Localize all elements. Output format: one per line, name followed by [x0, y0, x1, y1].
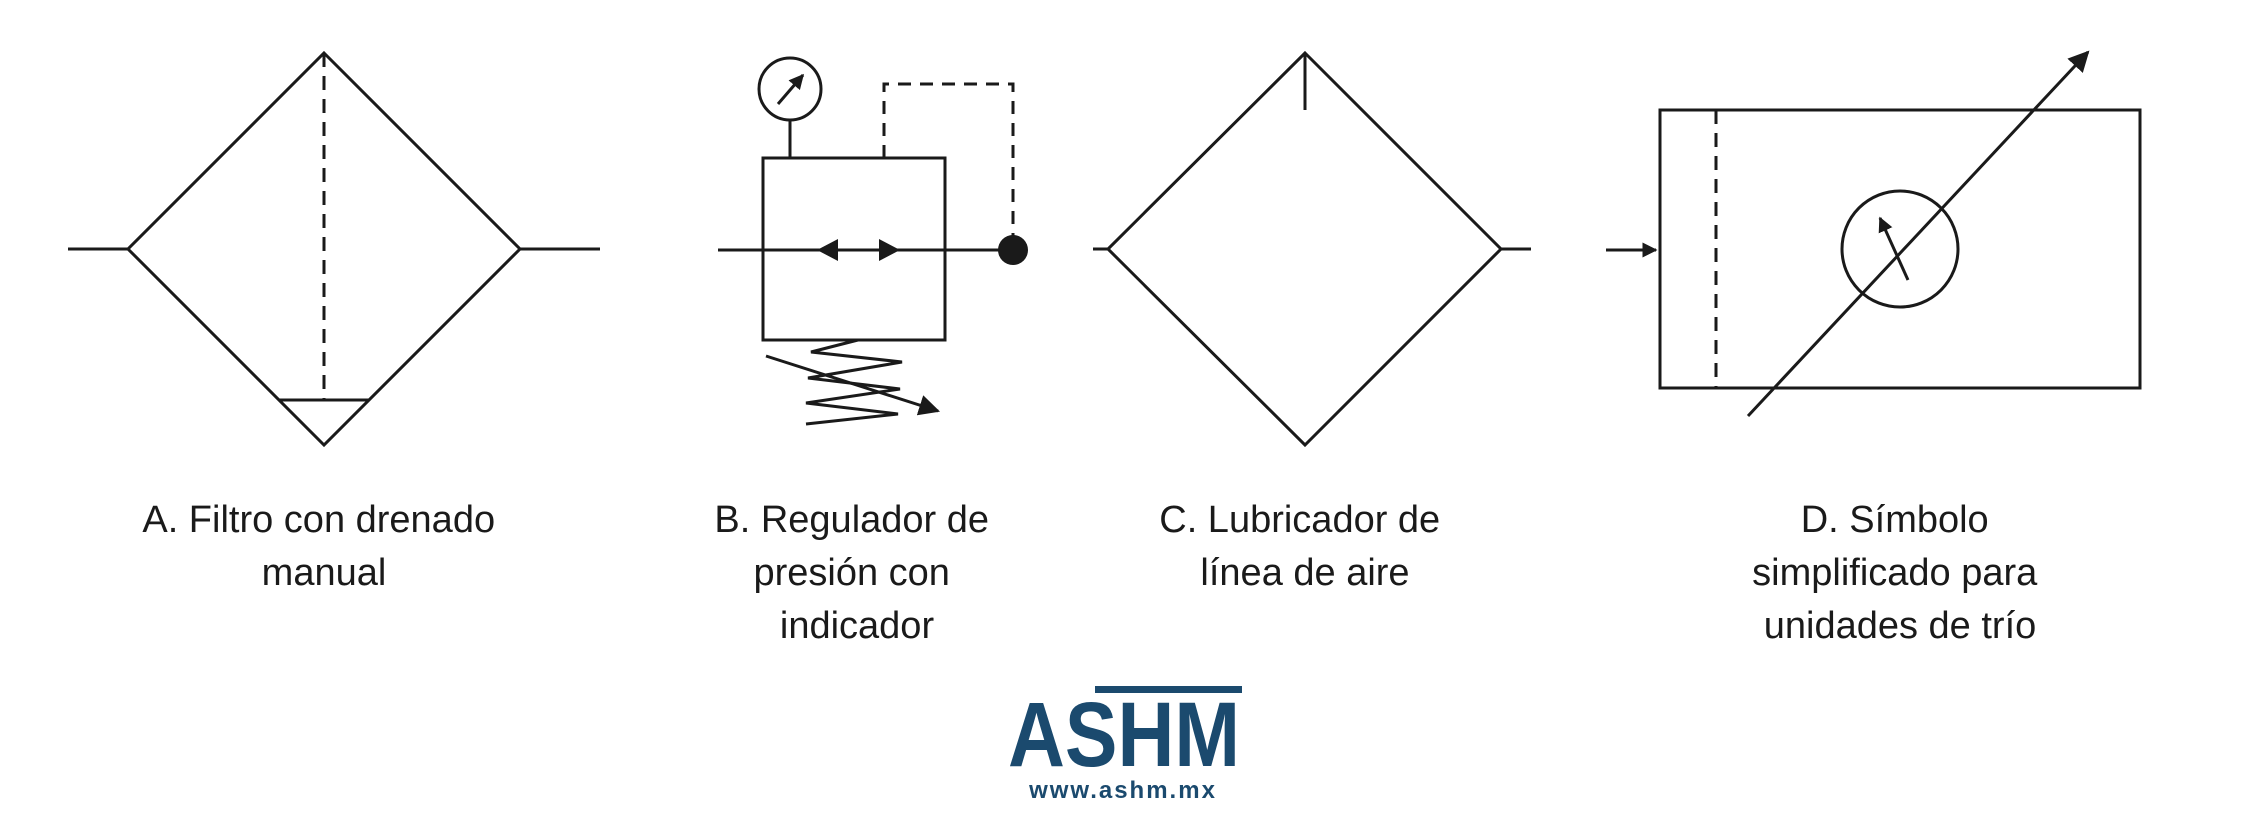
caption-c: C. Lubricador de línea de aire: [1159, 499, 1451, 594]
frl-adjust-arrow: [1746, 50, 2090, 418]
flow-arrow-left: [817, 239, 838, 261]
caption-b-line-3: indicador: [780, 605, 935, 647]
pilot-connection-dot: [998, 235, 1028, 265]
symbol-filter-manual-drain: [68, 50, 600, 448]
symbol-frl-unit: [1606, 50, 2142, 418]
pilot-line-dashed: [882, 82, 1015, 250]
symbol-pressure-regulator: [718, 56, 1028, 426]
gauge-needle: [776, 73, 805, 105]
frl-gauge-needle: [1878, 216, 1910, 281]
caption-b: B. Regulador de presión con indicador: [714, 499, 999, 647]
logo-url: www.ashm.mx: [1028, 777, 1217, 804]
lubricator-diamond: [1105, 50, 1504, 448]
ashm-logo: ASHM www.ashm.mx: [1008, 684, 1242, 804]
symbol-lubricator: [1093, 50, 1531, 448]
caption-d-line-2: simplificado para: [1752, 552, 2038, 594]
caption-c-line-2: línea de aire: [1200, 552, 1409, 594]
frl-box: [1658, 108, 2142, 390]
caption-d: D. Símbolo simplificado para unidades de…: [1752, 499, 2048, 647]
caption-c-line-1: C. Lubricador de: [1159, 499, 1440, 541]
caption-d-line-1: D. Símbolo: [1801, 499, 1989, 541]
flow-arrow-right: [879, 239, 900, 261]
caption-b-line-1: B. Regulador de: [714, 499, 989, 541]
spring-adjust-arrow: [765, 354, 941, 416]
logo-wordmark: ASHM: [1008, 684, 1240, 786]
filter-diamond: [125, 50, 523, 448]
caption-d-line-3: unidades de trío: [1764, 605, 2037, 647]
caption-a-line-1: A. Filtro con drenado: [142, 499, 495, 541]
frl-gauge-icon: [1840, 189, 1960, 309]
caption-a-line-2: manual: [262, 552, 387, 594]
caption-a: A. Filtro con drenado manual: [142, 499, 505, 594]
adjustable-spring: [805, 338, 903, 426]
logo-top-bar: [1095, 686, 1242, 693]
caption-b-line-2: presión con: [753, 552, 949, 594]
